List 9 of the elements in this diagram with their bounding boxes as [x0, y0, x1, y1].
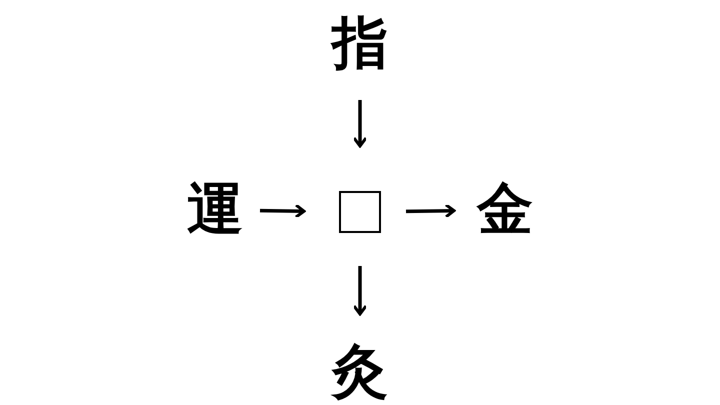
arrow	[352, 100, 368, 148]
kanji-character: 指	[330, 14, 390, 74]
kanji-character: 灸	[330, 342, 390, 402]
arrow	[260, 204, 306, 219]
kanji-character: 運	[185, 180, 245, 240]
arrow	[352, 266, 368, 316]
blank-square	[339, 191, 381, 233]
kanji-character: 金	[475, 180, 535, 240]
arrow	[406, 203, 456, 218]
